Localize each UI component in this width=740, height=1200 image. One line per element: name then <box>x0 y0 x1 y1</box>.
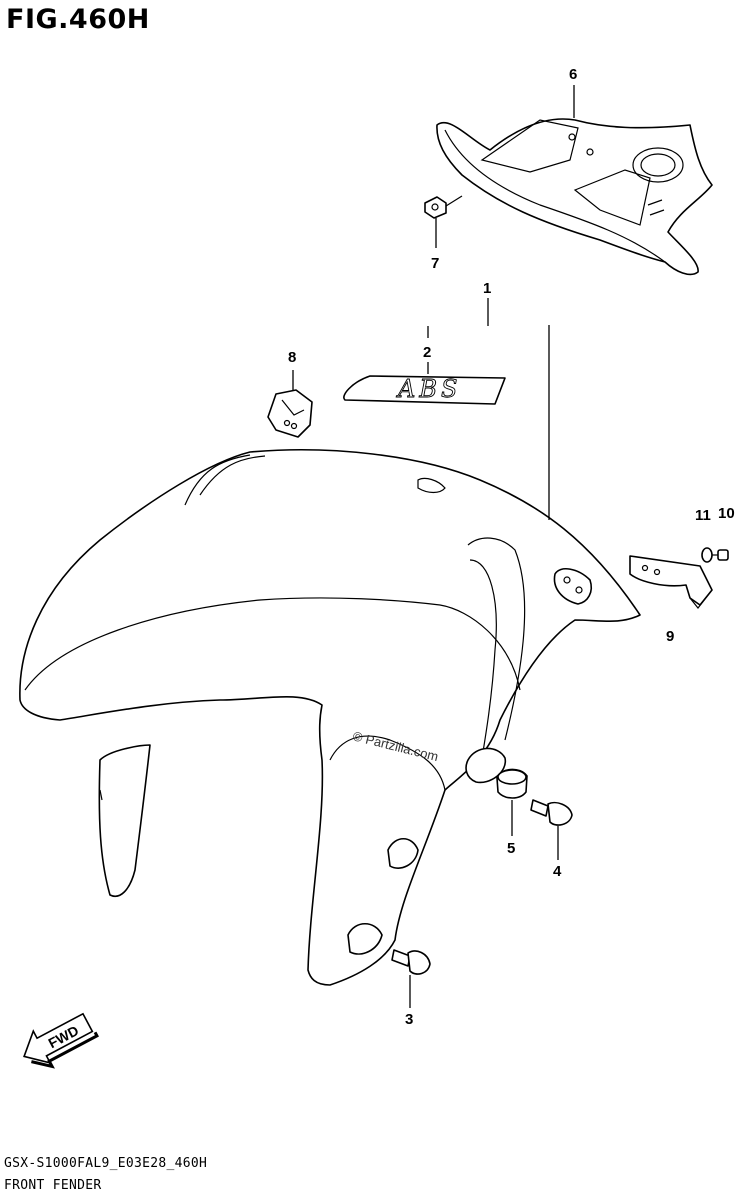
callout-2[interactable]: 2 <box>423 344 431 361</box>
callout-1[interactable]: 1 <box>483 280 491 297</box>
bolt-part-3[interactable] <box>391 949 431 975</box>
figure-title: FIG.460H <box>6 4 150 35</box>
washer-part-11[interactable] <box>701 547 713 563</box>
grommet-part-5[interactable] <box>496 768 528 799</box>
diagram-code: GSX-S1000FAL9_E03E28_460H <box>4 1156 208 1171</box>
callout-7[interactable]: 7 <box>431 255 439 272</box>
diagram-name: FRONT FENDER <box>4 1178 102 1193</box>
callout-4[interactable]: 4 <box>553 863 562 880</box>
abs-emblem-part-2[interactable]: ABS <box>343 375 506 405</box>
bolt-part-4[interactable] <box>530 799 573 826</box>
clip-part-8[interactable] <box>267 389 313 438</box>
bracket-part-9[interactable] <box>629 555 713 609</box>
front-fender-part-1[interactable]: © Partzilla.com <box>19 449 641 986</box>
callout-8[interactable]: 8 <box>288 349 296 366</box>
callout-9[interactable]: 9 <box>666 628 674 645</box>
callout-3[interactable]: 3 <box>405 1011 413 1028</box>
callout-11[interactable]: 11 <box>695 507 711 524</box>
callout-6[interactable]: 6 <box>569 66 577 83</box>
abs-emblem-text: ABS <box>396 375 461 403</box>
fwd-arrow-icon: FWD <box>23 1012 99 1069</box>
callout-5[interactable]: 5 <box>507 840 515 857</box>
inner-fender-part-6[interactable] <box>436 118 713 276</box>
callout-10[interactable]: 10 <box>718 505 735 522</box>
bolt-part-7[interactable] <box>424 195 463 219</box>
screw-part-10[interactable] <box>712 549 729 561</box>
